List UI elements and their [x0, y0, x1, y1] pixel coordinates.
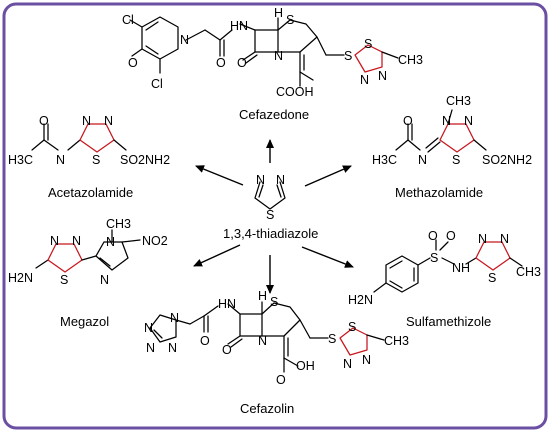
acetazolamide-n: N	[56, 153, 65, 167]
methazolamide-h3c: H3C	[372, 153, 397, 167]
methazolamide-o: O	[403, 114, 413, 128]
cefazolin-n2: N	[144, 321, 153, 335]
sulfamethizole-ring-s: S	[488, 271, 496, 285]
sulfamethizole-o2: O	[446, 229, 456, 243]
cefazedone-h: H	[274, 6, 283, 20]
methazolamide-so2nh2: SO2NH2	[482, 153, 532, 167]
sulfamethizole-ch3: CH3	[516, 265, 541, 279]
methazolamide-ch3: CH3	[446, 94, 471, 108]
cefazedone-s1: S	[286, 13, 294, 27]
acetazolamide-h3c: H3C	[8, 153, 33, 167]
cefazolin-s2: S	[328, 332, 336, 346]
cefazolin-n: N	[258, 334, 267, 348]
caption-megazol: Megazol	[60, 314, 109, 329]
cefazolin-n3: N	[146, 341, 155, 355]
cefazedone-ring-n1: N	[360, 73, 369, 87]
center-n1: N	[256, 173, 265, 187]
megazol-n1: N	[106, 235, 115, 249]
sulfamethizole-o1: O	[428, 229, 438, 243]
cefazedone-cl1: Cl	[122, 13, 134, 27]
methazolamide-ring-n2: N	[464, 114, 473, 128]
megazol-ch3: CH3	[106, 217, 131, 231]
sulfamethizole-ring-n1: N	[478, 232, 487, 246]
center-label: 1,3,4-thiadiazole	[223, 226, 318, 241]
caption-acetazolamide: Acetazolamide	[48, 185, 133, 200]
methazolamide-ring-n1: N	[442, 114, 451, 128]
cefazedone-o2: O	[216, 56, 226, 70]
caption-sulfamethizole: Sulfamethizole	[406, 314, 491, 329]
structure-cefazedone: Cl O Cl N HN O H S N O COOH S S N N CH3 …	[122, 6, 423, 122]
structure-cefazolin: N N N N O HN H S N O OH O S S N N CH3 Ce…	[144, 289, 409, 416]
cefazolin-n4: N	[168, 341, 177, 355]
methazolamide-n: N	[418, 153, 427, 167]
cefazedone-s2: S	[344, 49, 352, 63]
arrow-to-sulfamethizole	[301, 246, 354, 268]
cefazedone-ring-s: S	[364, 37, 372, 51]
center-thiadiazole: N N S 1,3,4-thiadiazole	[223, 173, 318, 241]
megazol-no2: NO2	[142, 234, 168, 248]
caption-cefazedone: Cefazedone	[239, 107, 309, 122]
megazol-ring-s: S	[60, 273, 68, 287]
arrows	[193, 139, 354, 294]
megazol-h2n: H2N	[8, 271, 33, 285]
cefazolin-o3: O	[276, 373, 286, 387]
cefazedone-ring-n2: N	[378, 69, 387, 83]
acetazolamide-o: O	[39, 114, 49, 128]
arrow-to-megazol	[193, 244, 241, 267]
sulfamethizole-nh: NH	[452, 261, 470, 275]
cefazedone-o3: O	[237, 56, 247, 70]
cefazolin-ring-n1: N	[343, 357, 352, 371]
structure-sulfamethizole: H2N S O O NH N N S CH3 Sulfamethizole	[348, 229, 541, 329]
sulfamethizole-ring-n2: N	[500, 232, 509, 246]
sulfamethizole-h2n: H2N	[348, 293, 373, 307]
megazol-ring-n2: N	[72, 234, 81, 248]
methazolamide-ring-s: S	[452, 153, 460, 167]
cefazolin-s1: S	[270, 295, 278, 309]
arrow-to-methazolamide	[304, 165, 352, 187]
cefazolin-ring-n2: N	[362, 353, 371, 367]
cefazedone-n-pyr: N	[180, 33, 189, 47]
acetazolamide-ring-n2: N	[104, 114, 113, 128]
caption-methazolamide: Methazolamide	[395, 185, 483, 200]
cefazolin-n1: N	[170, 311, 179, 325]
caption-cefazolin: Cefazolin	[240, 401, 294, 416]
center-s: S	[266, 208, 274, 222]
cefazedone-cooh: COOH	[276, 85, 314, 99]
structure-methazolamide: CH3 H3C O N N N S SO2NH2 Methazolamide	[372, 94, 532, 200]
structure-megazol: H2N N N S N N CH3 NO2 Megazol	[8, 217, 168, 329]
cefazedone-ch3: CH3	[398, 53, 423, 67]
cefazolin-h: H	[258, 289, 267, 303]
cefazedone-n: N	[274, 49, 283, 63]
cefazolin-o2: O	[222, 343, 232, 357]
acetazolamide-ring-s: S	[92, 153, 100, 167]
cefazolin-ch3: CH3	[384, 334, 409, 348]
acetazolamide-ring-n1: N	[82, 114, 91, 128]
megazol-ring-n1: N	[50, 234, 59, 248]
cefazolin-o1: O	[200, 334, 210, 348]
cefazedone-o1: O	[128, 56, 138, 70]
cefazedone-hn: HN	[230, 19, 248, 33]
megazol-n2: N	[100, 273, 109, 287]
center-n2: N	[276, 173, 285, 187]
acetazolamide-so2nh2: SO2NH2	[120, 153, 170, 167]
arrow-to-acetazolamide	[195, 165, 244, 186]
cefazolin-ring-s: S	[348, 320, 356, 334]
structure-acetazolamide: H3C O N N N S SO2NH2 Acetazolamide	[8, 114, 170, 200]
cefazedone-cl2: Cl	[151, 77, 163, 91]
cefazolin-oh: OH	[296, 359, 315, 373]
sulfamethizole-s: S	[430, 251, 438, 265]
cefazolin-hn: HN	[218, 297, 236, 311]
